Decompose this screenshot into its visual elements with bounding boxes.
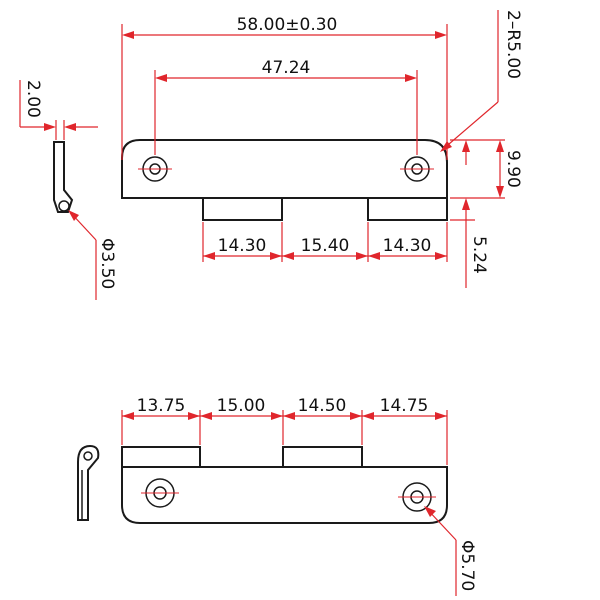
dim-knuckle-widths: 14.30 15.40 14.30 xyxy=(203,236,447,260)
dim-body-height: 9.90 xyxy=(496,140,523,198)
dim-bottom-segments: 13.75 15.00 14.50 14.75 xyxy=(122,396,447,420)
dim-thickness: 2.00 xyxy=(19,80,98,140)
thickness-label: 2.00 xyxy=(23,80,43,118)
knuckle-2-width-label: 15.40 xyxy=(301,236,350,256)
pin-diameter-label: Φ3.50 xyxy=(97,238,117,289)
knuckle-height-label: 5.24 xyxy=(469,236,489,274)
top-view-extension-lines xyxy=(121,24,505,262)
dim-corner-radius: 2–R5.00 xyxy=(440,10,523,152)
dim-knuckle-height: 5.24 xyxy=(450,140,489,288)
segment-3-label: 14.50 xyxy=(298,396,347,416)
dim-hole-spacing: 47.24 xyxy=(155,58,417,82)
segment-4-label: 14.75 xyxy=(380,396,429,416)
overall-length-label: 58.00±0.30 xyxy=(237,15,338,35)
knuckle-1-width-label: 14.30 xyxy=(218,236,267,256)
hole-spacing-label: 47.24 xyxy=(262,58,311,78)
segment-1-label: 13.75 xyxy=(137,396,186,416)
dim-overall-length: 58.00±0.30 xyxy=(122,15,447,39)
dim-hole-diameter: Φ5.70 xyxy=(424,506,477,596)
segment-2-label: 15.00 xyxy=(217,396,266,416)
bottom-view-part xyxy=(121,446,448,524)
dim-pin-diameter: Φ3.50 xyxy=(68,210,117,300)
side-view-upper-part xyxy=(53,141,74,213)
top-view-part xyxy=(121,139,448,221)
corner-radius-label: 2–R5.00 xyxy=(503,10,523,79)
side-view-lower-part xyxy=(77,444,100,521)
knuckle-3-width-label: 14.30 xyxy=(383,236,432,256)
hole-diameter-label: Φ5.70 xyxy=(457,540,477,591)
body-height-label: 9.90 xyxy=(503,150,523,188)
